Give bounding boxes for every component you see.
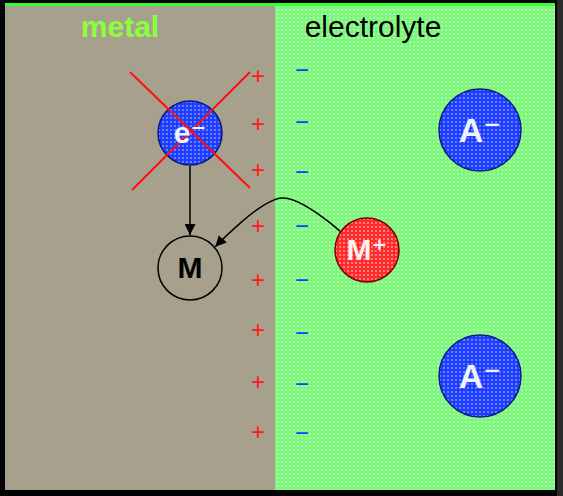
region-heading: metal xyxy=(81,10,159,43)
negative-charge: − xyxy=(295,214,309,238)
region-heading: electrolyte xyxy=(305,10,442,43)
negative-charge: − xyxy=(295,110,309,134)
positive-charge: + xyxy=(251,318,265,342)
positive-charge: + xyxy=(251,64,265,88)
particle-symbol: e⁻ xyxy=(174,118,207,148)
metal-ground xyxy=(5,6,275,490)
anion-circle: A⁻ xyxy=(438,334,522,418)
electron-circle: e⁻ xyxy=(157,100,223,166)
positive-charge: + xyxy=(251,370,265,394)
negative-charge: − xyxy=(295,58,309,82)
electrolyte-ground xyxy=(275,6,555,490)
frame-line xyxy=(5,3,555,6)
metal-region: e⁻ Mmetal xyxy=(5,6,275,490)
particle-symbol: M⁺ xyxy=(347,235,388,265)
electrolyte-region: M⁺ A⁻ A⁻ electrolyte xyxy=(275,6,555,490)
positive-charge: + xyxy=(251,158,265,182)
reaction-arrow xyxy=(189,166,191,235)
negative-charge: − xyxy=(295,372,309,396)
positive-charge: + xyxy=(251,214,265,238)
particle-symbol: A⁻ xyxy=(459,359,502,393)
reaction-arrow xyxy=(215,198,340,247)
negative-charge: − xyxy=(295,268,309,292)
negative-charge: − xyxy=(295,421,309,445)
negative-charge: − xyxy=(295,321,309,345)
anion-circle: A⁻ xyxy=(438,88,522,172)
edge-texture xyxy=(557,0,563,496)
cation-circle: M⁺ xyxy=(334,217,400,283)
cross-mark xyxy=(132,72,250,190)
positive-charge: + xyxy=(251,420,265,444)
positive-charge: + xyxy=(251,112,265,136)
metal-atom-circle: M xyxy=(157,235,223,301)
negative-charge: − xyxy=(295,160,309,184)
positive-charge: + xyxy=(251,268,265,292)
particle-symbol: M xyxy=(178,253,203,283)
particle-symbol: A⁻ xyxy=(459,113,502,147)
